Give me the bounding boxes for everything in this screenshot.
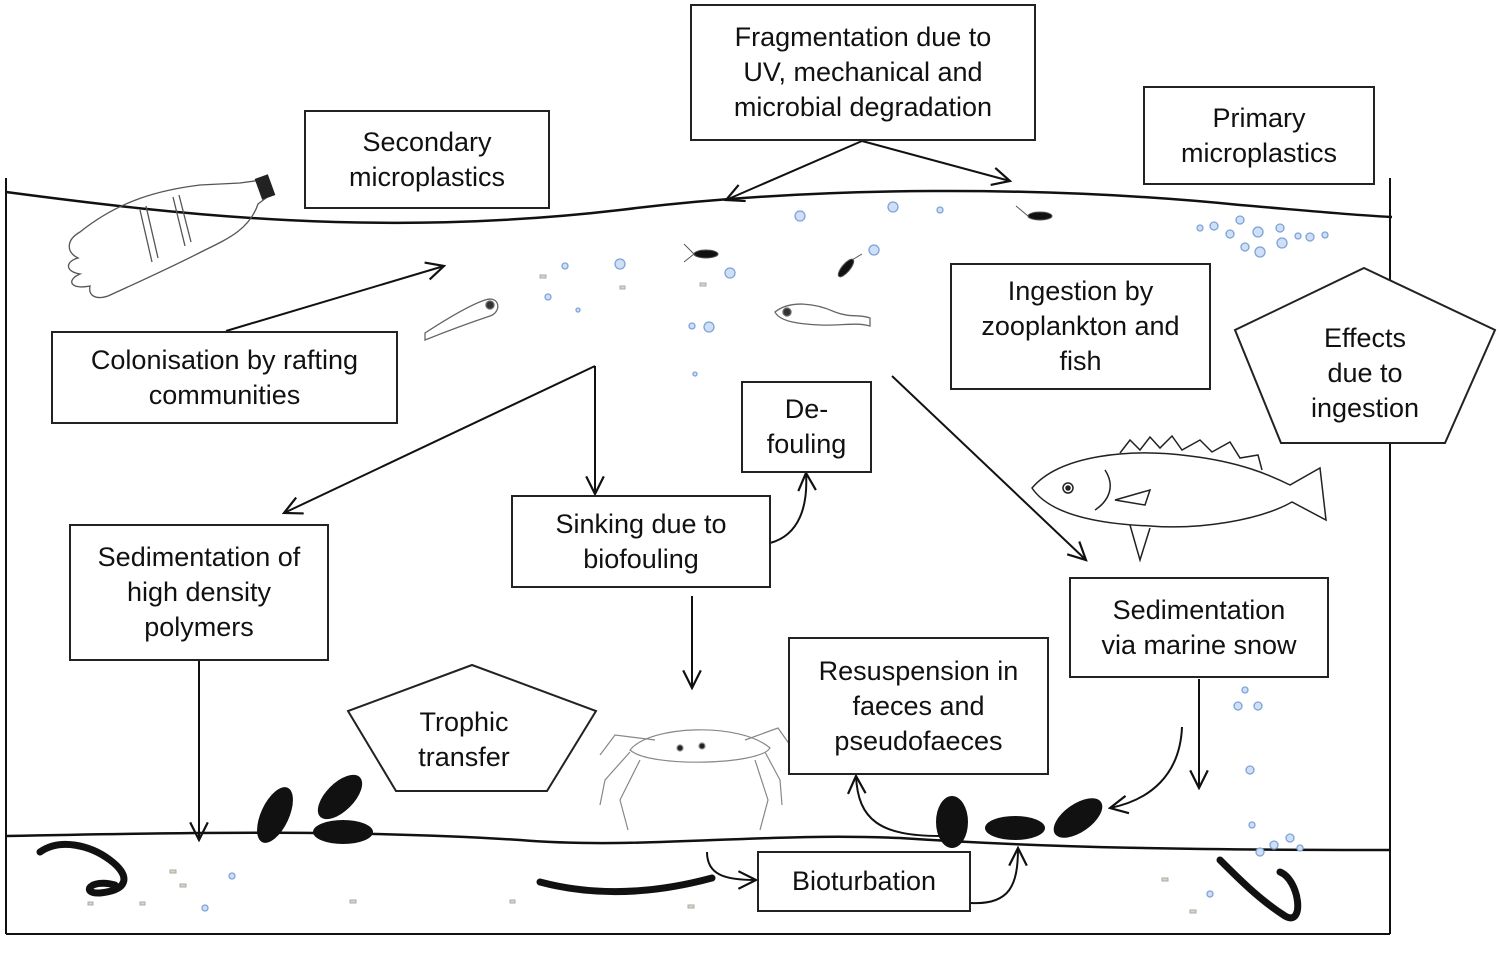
copepod-icon (683, 243, 719, 263)
water-surface-line (5, 189, 1393, 225)
fish-larva-icon (424, 298, 499, 341)
fish-larva-icon (774, 303, 871, 327)
arrow-to-marine-snow (891, 375, 1086, 560)
arrow-to-resuspension (856, 776, 941, 837)
box-defouling: De- fouling (741, 381, 872, 473)
seabed-line (5, 831, 1391, 852)
box-resuspension: Resuspension in faeces and pseudofaeces (788, 637, 1049, 775)
copepod-icon (1015, 205, 1053, 221)
box-secondary-microplastics: Secondary microplastics (304, 110, 550, 209)
arrow-colonisation (225, 266, 444, 332)
arrow-fragmentation-right (861, 140, 1010, 181)
pentagon-effects-shape (1233, 266, 1497, 444)
crab-icon (599, 727, 791, 831)
microplastic-particle-icon (201, 201, 1329, 912)
box-colonisation: Colonisation by rafting communities (51, 331, 398, 424)
box-primary-microplastics: Primary microplastics (1143, 86, 1375, 185)
box-sedimentation-high-density: Sedimentation of high density polymers (69, 524, 329, 661)
arrow-to-sedimentation-high (284, 365, 596, 513)
microplastic-particle-icon (87, 274, 1197, 914)
pentagon-trophic-label: Trophic transfer (418, 707, 510, 772)
box-bioturbation: Bioturbation (757, 851, 971, 912)
pentagon-trophic-shape (346, 663, 598, 792)
box-sedimentation-marine-snow: Sedimentation via marine snow (1069, 577, 1329, 678)
arrow-snow-to-mussel (1110, 726, 1183, 808)
arrow-bioturbation-up (970, 848, 1018, 905)
worm-icon (36, 841, 1302, 922)
arrow-fragmentation-left (726, 140, 863, 200)
copepod-icon (837, 253, 863, 278)
box-ingestion: Ingestion by zooplankton and fish (950, 263, 1211, 390)
mussel-icon (257, 774, 1103, 848)
plastic-bottle-icon (67, 174, 276, 299)
pentagon-effects-label: Effects due to ingestion (1310, 322, 1420, 423)
perch-fish-icon (1031, 434, 1327, 563)
arrow-to-defouling (769, 473, 806, 544)
arrow-to-bioturbation (706, 851, 756, 880)
box-sinking-biofouling: Sinking due to biofouling (511, 495, 771, 588)
box-fragmentation: Fragmentation due to UV, mechanical and … (690, 4, 1036, 141)
